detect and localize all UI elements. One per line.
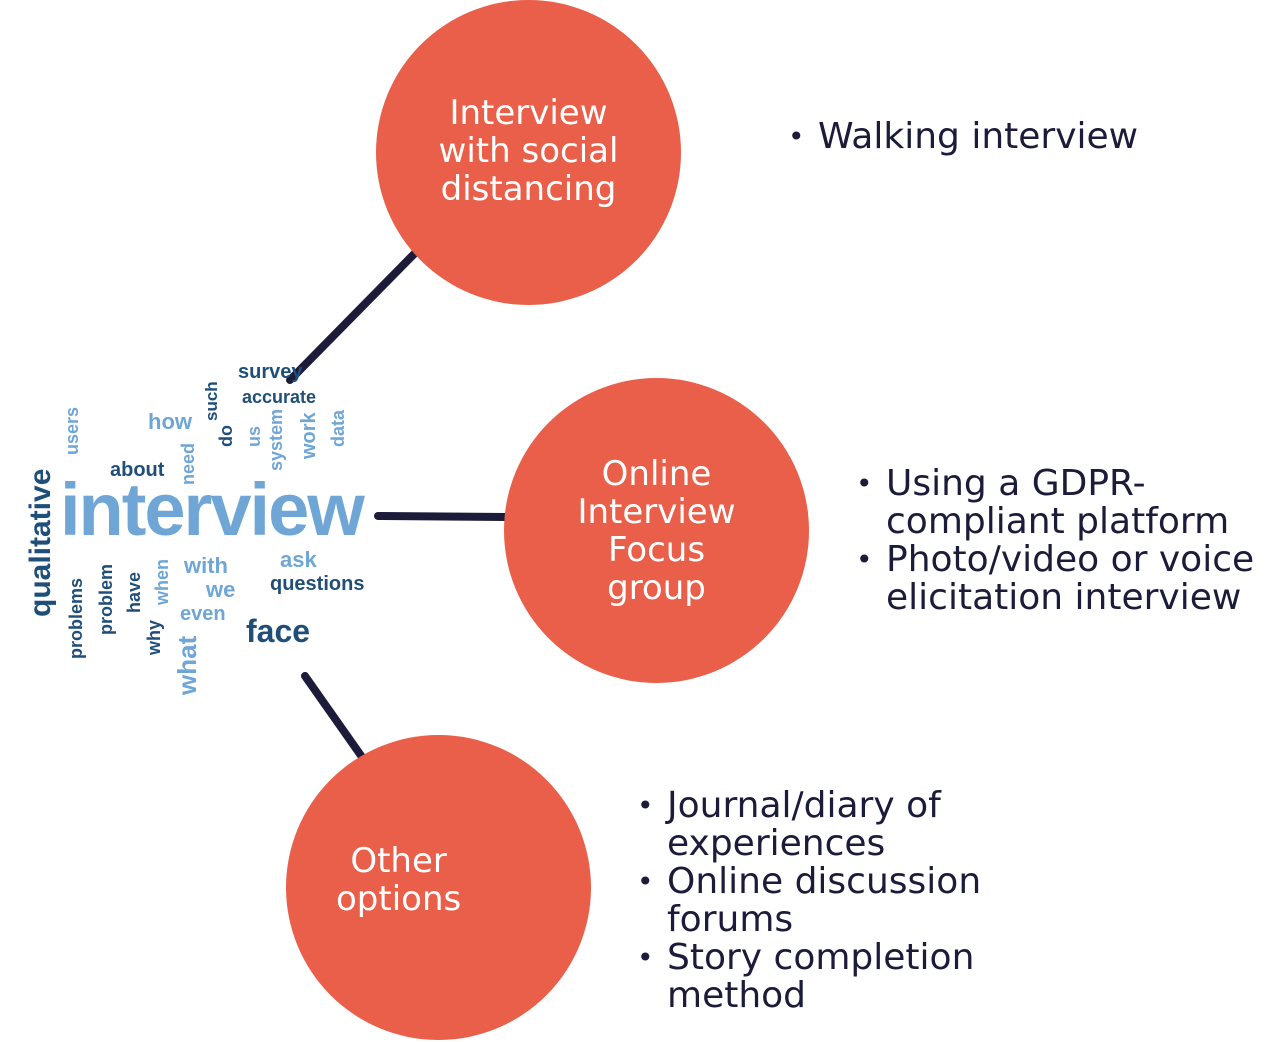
word-we: we [206,577,236,602]
word-system: system [266,408,286,471]
node-online-label: Online Interview Focus group [577,453,736,608]
word-accurate: accurate [242,387,317,407]
word-how: how [148,409,192,434]
bullet-item: Walking interview [788,118,1228,157]
word-users-rotated: users [62,406,82,455]
word-why: why [144,619,164,655]
node-social-distancing: Interview with social distancing [376,0,681,305]
word-do: do [216,425,236,447]
word-data: data [328,409,348,447]
word-problem: problem [96,563,116,635]
bullet-item: Online discussion forums [637,863,1017,939]
bullets-social-distancing: Walking interview [788,118,1228,157]
word-us: us [244,425,264,447]
node-social-distancing-label: Interview with social distancing [438,92,619,209]
connector-social-distancing [286,246,422,384]
word-even: even [180,603,226,625]
word-cloud-image: survey accurate how such do us system wo… [24,355,390,695]
word-when: when [152,558,172,605]
connector-online [374,512,510,521]
bullet-item: Photo/video or voice elicitation intervi… [856,541,1266,617]
connector-other [301,672,366,761]
word-work: work [298,412,320,459]
word-ask: ask [280,547,317,572]
bullet-item: Journal/diary of experiences [637,787,1017,863]
word-survey: survey [238,361,303,383]
word-such: such [202,381,221,421]
word-with: with [184,553,228,578]
word-what: what [172,635,202,695]
word-qualitative: qualitative [24,468,57,617]
word-problems: problems [66,577,86,659]
bullet-item: Using a GDPR-compliant platform [856,465,1266,541]
word-have: have [124,571,144,613]
word-questions: questions [270,573,365,595]
bullet-item: Story completion method [637,939,1017,1015]
bullets-online: Using a GDPR-compliant platform Photo/vi… [856,465,1266,617]
word-face: face [246,613,311,649]
node-other-label: Other options [336,840,462,919]
node-online: Online Interview Focus group [504,378,809,683]
word-about: about [110,459,165,481]
word-interview: interview [60,468,365,551]
node-other: Other options [286,735,591,1040]
bullets-other: Journal/diary of experiences Online disc… [637,787,1017,1015]
